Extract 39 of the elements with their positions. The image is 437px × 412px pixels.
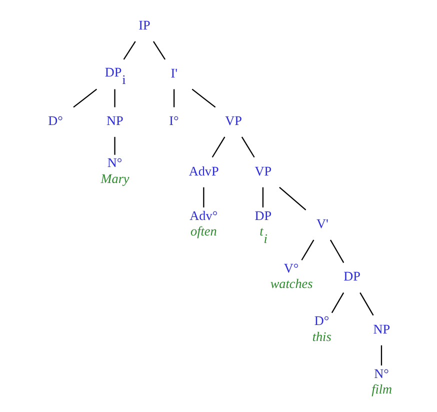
connector: [331, 292, 344, 314]
node-text: V': [316, 216, 328, 232]
node-text: I°: [169, 113, 179, 128]
node-text: IP: [138, 18, 150, 33]
node-text: N°: [374, 366, 389, 381]
node-label: this: [312, 328, 332, 344]
node-text: VP: [225, 113, 242, 128]
node-text: I': [170, 65, 178, 80]
node-text: NP: [106, 113, 124, 128]
connector: [203, 187, 204, 208]
connector: [212, 136, 226, 158]
connector: [380, 345, 382, 366]
connector: [114, 89, 116, 108]
node-label: often: [190, 223, 217, 238]
connector: [330, 240, 344, 263]
node-text: N°: [107, 155, 122, 170]
connector: [279, 186, 306, 210]
node-text: D°: [48, 113, 63, 128]
node-text: DP: [254, 208, 272, 223]
connector: [360, 292, 374, 316]
connector: [114, 136, 116, 155]
node-text: AdvP: [188, 163, 219, 178]
node-text: V°: [284, 260, 299, 276]
node-text: NP: [373, 321, 390, 336]
connector: [192, 88, 216, 108]
connector: [123, 41, 136, 60]
connector: [262, 187, 264, 208]
node-text: D°: [314, 313, 330, 328]
connector: [173, 89, 175, 108]
node-label: film: [372, 382, 392, 397]
connector: [73, 88, 98, 108]
node-label: Mary: [100, 170, 130, 186]
connector: [152, 41, 166, 60]
node-text: Adv°: [190, 208, 218, 223]
connector: [301, 240, 314, 260]
node-text: VP: [254, 163, 272, 178]
node-label: watches: [270, 276, 313, 292]
node-text: DP: [344, 268, 360, 284]
connector: [241, 136, 255, 158]
